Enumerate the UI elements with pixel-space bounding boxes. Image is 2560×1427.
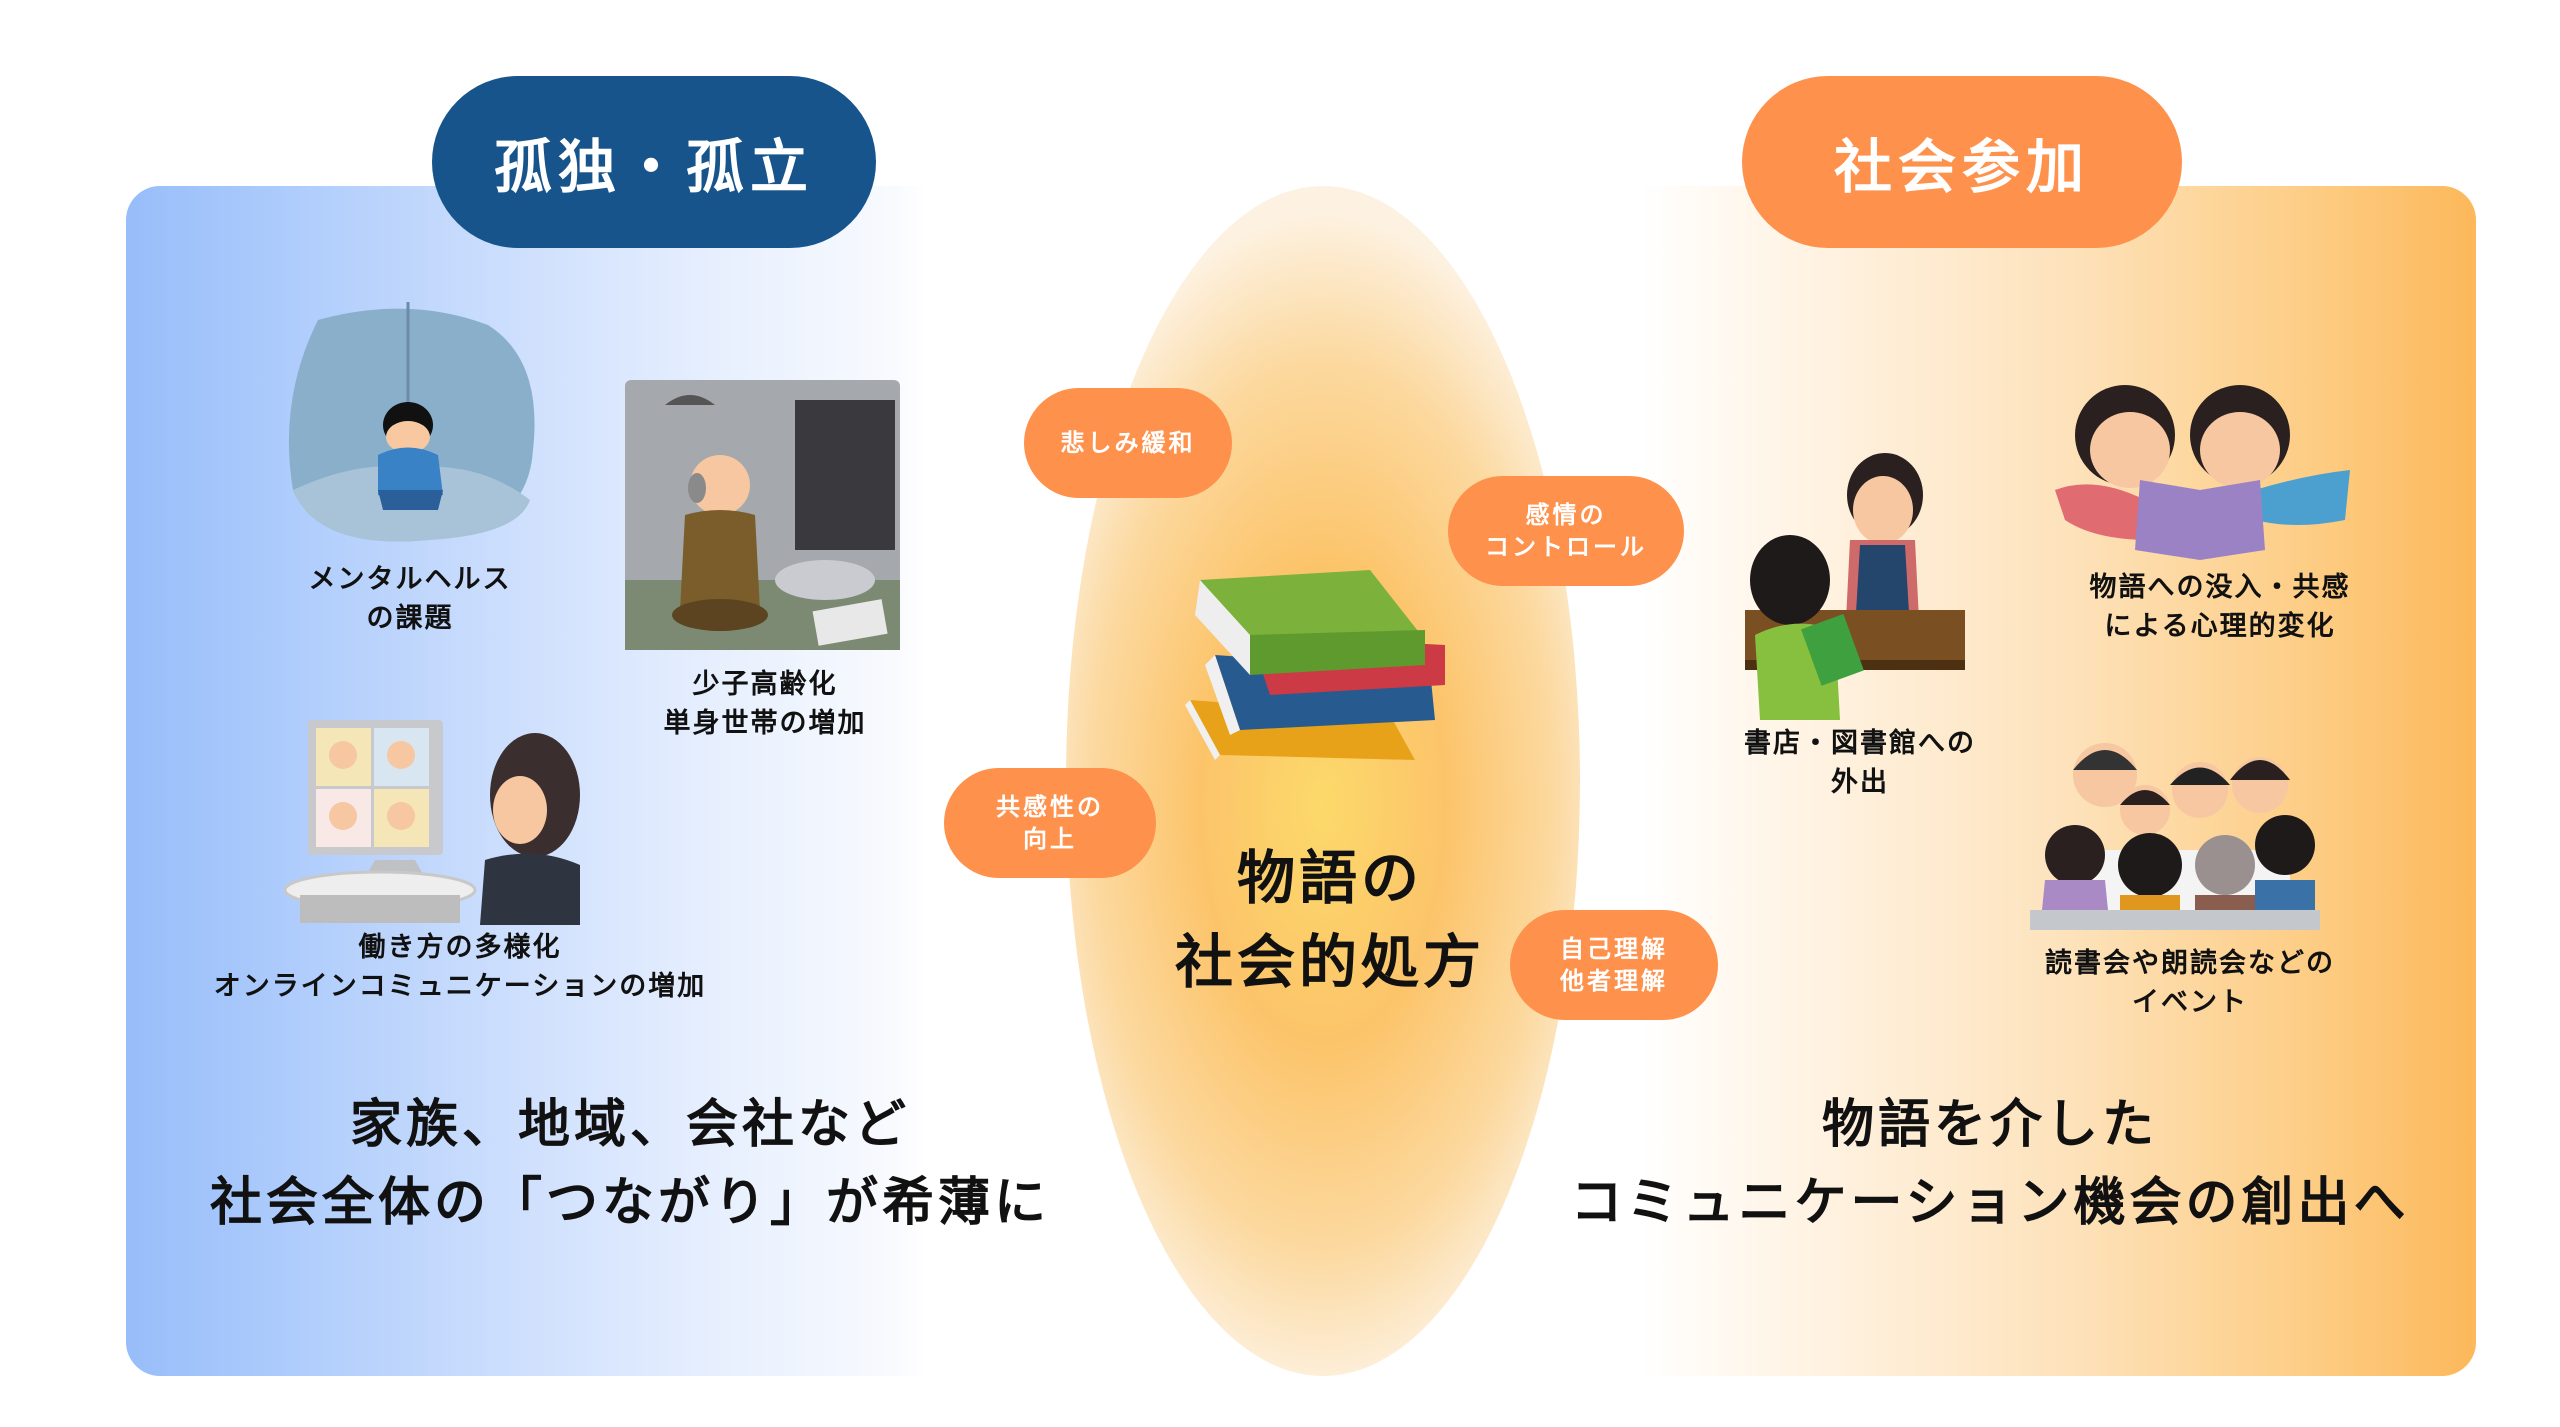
social-participation-panel [1640, 186, 2476, 1376]
bookstore-library-icon [1745, 453, 1965, 720]
effect-bubble-grief-relief: 悲しみ緩和 [1024, 388, 1232, 498]
participation-title-pill: 社会参加 [1742, 76, 2182, 248]
participation-summary: 物語を介した コミュニケーション機会の創出へ [1570, 1095, 2410, 1233]
effect-bubble-understanding: 自己理解 他者理解 [1510, 910, 1718, 1020]
center-oval [1066, 186, 1580, 1376]
participation-title: 社会参加 [1833, 133, 2090, 201]
immersion-caption: 物語への没入・共感 による心理的変化 [2089, 572, 2351, 643]
reading-group-icon [2030, 743, 2320, 930]
isolation-summary: 家族、地域、会社など 社会全体の「つながり」が希薄に [209, 1095, 1050, 1233]
reading-event-caption: 読書会や朗読会などの イベント [2045, 948, 2335, 1019]
effect-bubble-empathy: 共感性の 向上 [944, 768, 1156, 878]
lonely-person-icon [288, 302, 535, 542]
book-stack-icon [1185, 570, 1445, 760]
isolation-title: 孤独・孤立 [493, 133, 814, 201]
center-title: 物語の 社会的処方 [1174, 844, 1485, 997]
mental-health-caption: メンタルヘルス の課題 [308, 564, 512, 635]
aging-society-caption: 少子高齢化 単身世帯の増加 [663, 669, 867, 740]
work-style-caption: 働き方の多様化 オンラインコミュニケーションの増加 [213, 932, 707, 1003]
elderly-alone-icon [625, 380, 900, 650]
effect-bubble-emotion-control: 感情の コントロール [1448, 476, 1684, 586]
bookstore-library-caption: 書店・図書館への 外出 [1744, 728, 1976, 799]
isolation-title-pill: 孤独・孤立 [432, 76, 876, 248]
children-reading-icon [2055, 385, 2350, 560]
online-meeting-icon [283, 720, 580, 925]
